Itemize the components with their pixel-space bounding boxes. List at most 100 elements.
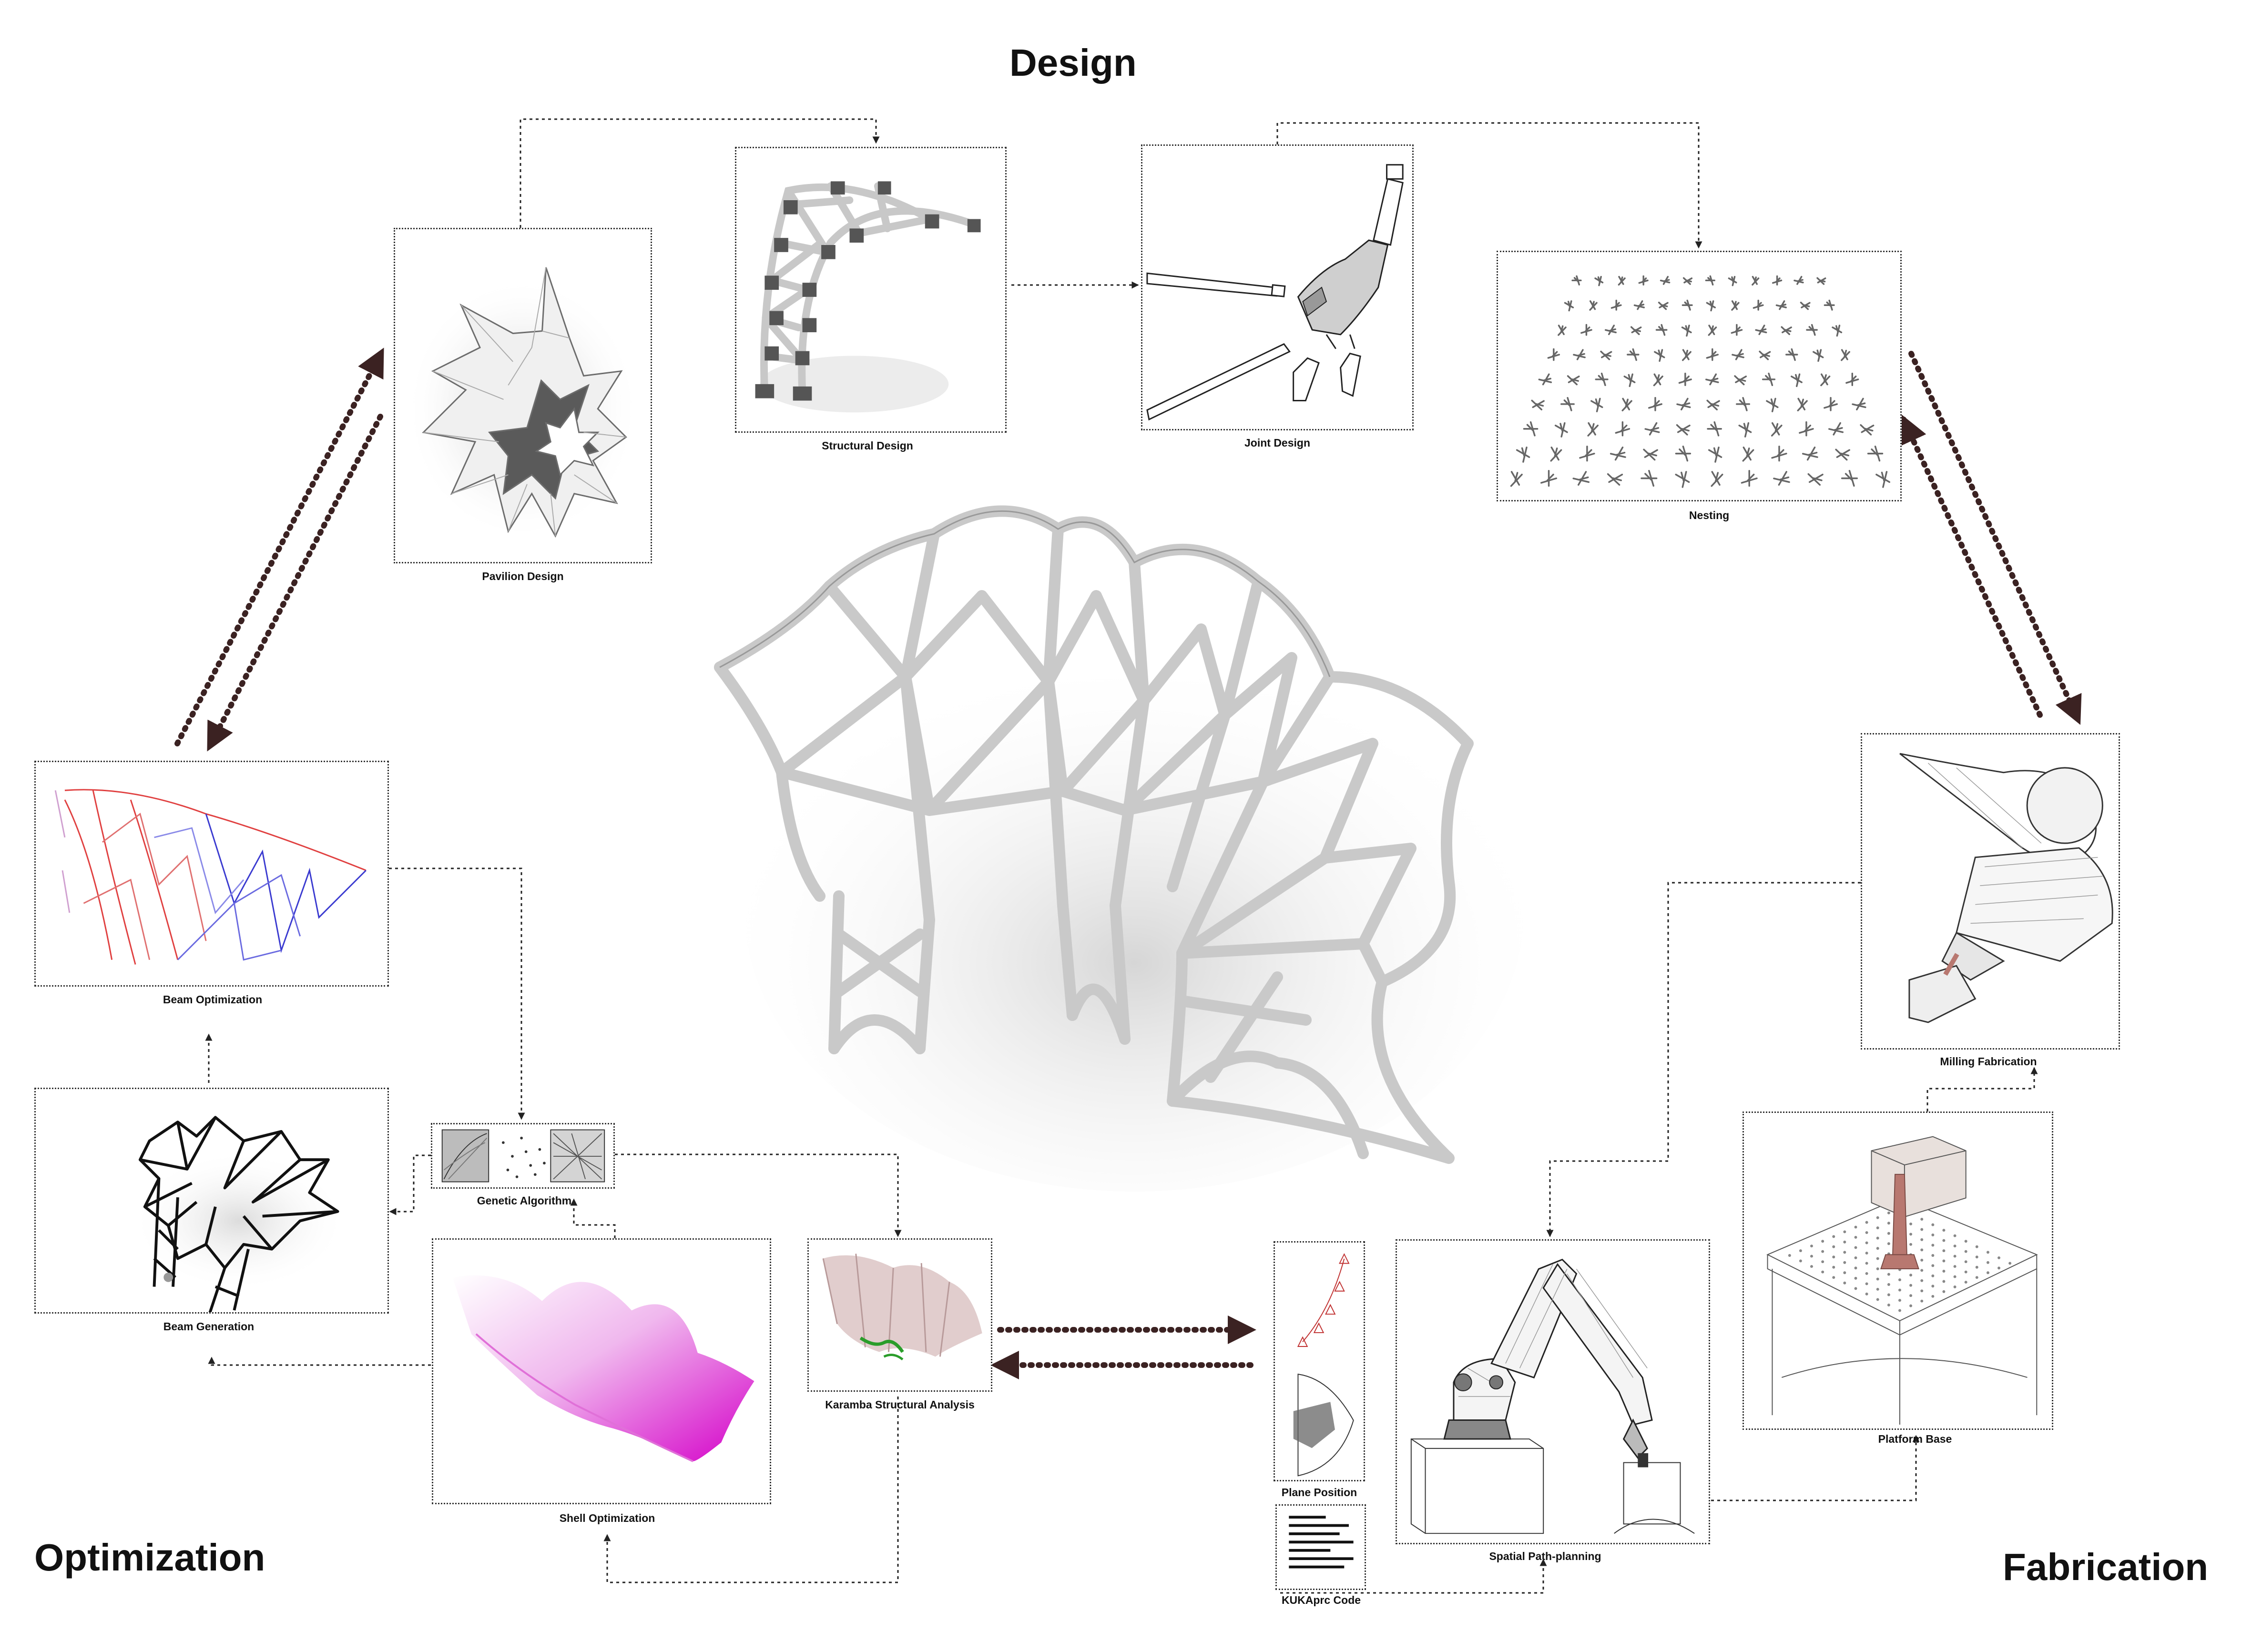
nesting-part (1558, 325, 1567, 336)
nesting-part (1734, 375, 1747, 386)
platform-hole (1821, 1240, 1824, 1243)
platform-hole (1788, 1254, 1791, 1257)
nesting-part (1841, 469, 1858, 487)
nesting-part (1706, 348, 1719, 361)
nesting-part (1615, 421, 1631, 437)
panel-spatial-path-planning (1396, 1239, 1710, 1544)
nesting-part (1706, 300, 1716, 312)
nesting-part (1816, 277, 1826, 285)
platform-hole (1909, 1284, 1913, 1287)
nesting-part (1590, 398, 1603, 412)
nesting-part (1600, 350, 1612, 360)
nesting-part (1741, 469, 1758, 487)
nesting-part (1728, 275, 1737, 286)
nesting-part (1523, 421, 1539, 437)
platform-hole (1942, 1239, 1946, 1242)
caption-beam-generation: Beam Generation (163, 1320, 255, 1333)
nesting-part (1828, 422, 1844, 436)
nesting-part (1675, 445, 1692, 462)
nesting-part (1682, 299, 1693, 311)
platform-hole (1920, 1258, 1924, 1262)
platform-hole (1876, 1287, 1879, 1291)
nesting-part (1794, 275, 1804, 285)
nesting-part (1845, 372, 1859, 387)
caption-milling-fabrication: Milling Fabrication (1940, 1055, 2037, 1068)
nesting-part (1648, 397, 1662, 411)
caption-structural-design: Structural Design (822, 439, 913, 452)
platform-hole (1865, 1231, 1868, 1234)
panel-milling-fabrication (1861, 733, 2120, 1050)
nesting-part (1781, 326, 1792, 336)
platform-hole (1920, 1289, 1924, 1293)
platform-hole (1986, 1251, 1989, 1254)
panel-platform-base (1743, 1112, 2053, 1430)
platform-hole (1964, 1281, 1967, 1284)
nesting-part (1644, 422, 1660, 436)
nesting-part (1682, 349, 1692, 361)
genetic-algorithm-image (441, 1129, 605, 1183)
platform-hole (1931, 1244, 1935, 1247)
nesting-part (1799, 421, 1814, 437)
nesting-part (1785, 348, 1798, 361)
nesting-part (1638, 275, 1649, 286)
platform-hole (1865, 1241, 1868, 1244)
platform-hole (1898, 1309, 1901, 1312)
platform-hole (1854, 1235, 1857, 1239)
platform-hole (1887, 1211, 1890, 1214)
platform-hole (1975, 1245, 1978, 1248)
nesting-part (1572, 471, 1590, 486)
platform-hole (1865, 1221, 1868, 1224)
caption-spatial-path-planning: Spatial Path-planning (1489, 1550, 1601, 1562)
platform-hole (1909, 1294, 1913, 1297)
platform-hole (1854, 1287, 1857, 1290)
nesting-part (1678, 372, 1692, 387)
nesting-part (1759, 350, 1771, 360)
platform-hole (1832, 1245, 1835, 1248)
platform-hole (1887, 1273, 1890, 1276)
panel-shell-optimization (432, 1238, 771, 1504)
nesting-part (1573, 349, 1586, 360)
platform-hole (1821, 1260, 1824, 1264)
platform-hole (1920, 1269, 1924, 1272)
nesting-part (1547, 348, 1560, 361)
nesting-part (1852, 398, 1866, 411)
spatial-path-planning-image (1410, 1258, 1695, 1534)
nesting-part (1654, 349, 1665, 362)
platform-hole (1953, 1244, 1957, 1248)
caption-nesting: Nesting (1689, 509, 1730, 521)
nesting-part (1676, 398, 1691, 411)
nesting-part (1589, 300, 1598, 311)
platform-hole (1865, 1282, 1868, 1285)
platform-hole (1887, 1304, 1890, 1307)
nesting-part (1621, 398, 1632, 412)
nesting-part (1875, 471, 1890, 488)
platform-hole (1931, 1285, 1935, 1288)
panel-structural-design (735, 147, 1007, 433)
beam-optimization-image (54, 789, 367, 965)
platform-hole (1920, 1218, 1924, 1221)
nesting-part (1595, 372, 1609, 387)
nesting-part (1676, 424, 1691, 436)
caption-shell-optimization: Shell Optimization (559, 1512, 655, 1524)
platform-hole (1986, 1271, 1989, 1275)
platform-hole (1986, 1261, 1989, 1264)
platform-hole (1953, 1234, 1957, 1237)
platform-hole (1876, 1236, 1879, 1240)
nesting-part (1643, 449, 1658, 461)
platform-hole (1854, 1276, 1857, 1280)
platform-hole (1887, 1293, 1890, 1296)
nesting-part (1571, 275, 1582, 286)
nesting-part (1681, 325, 1692, 337)
nesting-part (1736, 397, 1750, 411)
platform-hole (1953, 1275, 1957, 1278)
platform-hole (1942, 1259, 1946, 1263)
nesting-part (1705, 275, 1715, 286)
nesting-part (1610, 299, 1622, 311)
nesting-part (1682, 277, 1693, 285)
nesting-part (1771, 422, 1783, 437)
nesting-part (1752, 275, 1760, 286)
platform-hole (1898, 1278, 1901, 1282)
platform-hole (1843, 1230, 1846, 1234)
platform-hole (1964, 1260, 1967, 1264)
platform-hole (1953, 1265, 1957, 1268)
